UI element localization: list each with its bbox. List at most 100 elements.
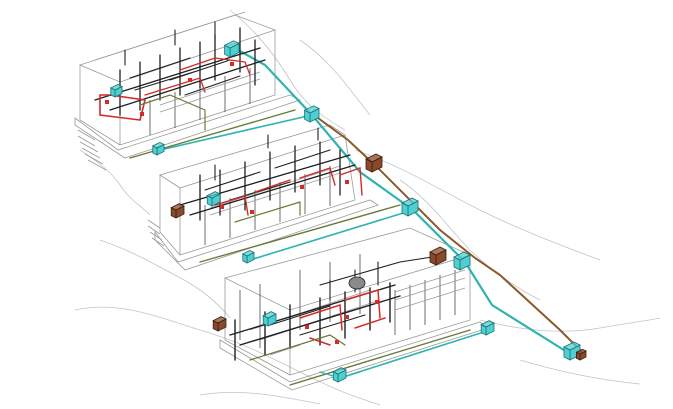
equipment-face [401, 197, 419, 207]
equipment-face [453, 251, 471, 261]
wall-side [159, 175, 181, 256]
facade-grid [149, 68, 251, 135]
pump-unit [212, 316, 227, 332]
contour-line [229, 9, 346, 131]
contour-line [79, 149, 151, 216]
stair-steps [147, 219, 165, 247]
hot-water-loop [99, 94, 146, 121]
chilled-water-main-pipe [236, 48, 577, 359]
pump-unit [575, 348, 587, 361]
dark-pipe-run [179, 141, 356, 221]
interior-grid [239, 254, 361, 348]
pump-unit [429, 246, 447, 266]
roof-outline [159, 124, 346, 189]
drain-pipe [139, 94, 206, 131]
window-band [394, 269, 466, 311]
roof-ridge [94, 11, 246, 61]
hot-water-pipe [144, 57, 251, 96]
chilled-water-unit [223, 40, 240, 58]
drain-branch-middle [199, 204, 401, 263]
equipment-face [151, 141, 165, 149]
dark-pipe-run [269, 254, 446, 336]
middle-building [147, 124, 379, 271]
valve-marker [305, 325, 309, 329]
equipment-layer [105, 40, 587, 383]
contour-line [519, 359, 641, 385]
valve-marker [345, 180, 349, 184]
contour-line [199, 391, 321, 405]
floor-slab [74, 94, 302, 159]
equipment-face [575, 348, 587, 355]
dark-pipe-run [204, 127, 331, 201]
middle-piping-cluster [179, 127, 363, 223]
equipment-face [480, 320, 495, 328]
dark-pipe-run [124, 21, 241, 96]
contour-line [74, 306, 381, 406]
equipment-face [262, 311, 277, 319]
valve-marker [345, 315, 349, 319]
chilled-water-unit [453, 251, 471, 271]
equipment-face [109, 83, 123, 91]
equipment-face [365, 153, 383, 163]
window-band [159, 71, 261, 113]
contour-line [399, 179, 541, 301]
valve-marker [230, 62, 234, 66]
equipment-face [241, 249, 255, 257]
chilled-water-unit [206, 191, 221, 207]
equipment-face [206, 191, 221, 199]
dark-pipe-run [94, 27, 266, 116]
equipment-face [303, 105, 320, 114]
drain-pipe [234, 201, 301, 223]
equipment-face [170, 203, 185, 211]
chilled-water-unit [563, 341, 581, 361]
floor-slab [154, 199, 379, 271]
roof-outline [78, 14, 277, 83]
wall-side [79, 65, 121, 146]
stair-steps [77, 129, 107, 171]
storage-tank [348, 276, 366, 290]
valve-marker [105, 100, 109, 104]
chilled-water-unit [109, 83, 123, 98]
contour-line [99, 239, 231, 319]
equipment-face [563, 341, 581, 351]
teal-branch-middle [249, 209, 414, 261]
chilled-water-unit [241, 249, 255, 264]
hot-water-pipe [214, 167, 363, 216]
chilled-water-unit [262, 311, 277, 327]
equipment-face [223, 40, 240, 49]
chilled-water-unit [303, 105, 320, 123]
chilled-water-unit [151, 141, 165, 156]
drain-branch-lower [289, 329, 471, 386]
equipment-face [332, 367, 347, 375]
contour-line [299, 39, 371, 116]
pump-unit [365, 153, 383, 173]
valve-marker [220, 205, 224, 209]
chilled-water-unit [480, 320, 495, 336]
chilled-water-unit [332, 367, 347, 383]
chilled-water-unit [401, 197, 419, 217]
facade-grid [394, 270, 456, 335]
pump-unit [170, 203, 185, 219]
main-distribution-pipes [129, 48, 586, 386]
hot-water-pipe [299, 289, 386, 346]
contour-line [354, 149, 601, 261]
supply-main-pipe [317, 117, 586, 356]
valve-marker [140, 112, 144, 116]
valve-marker [335, 340, 339, 344]
upper-piping-cluster [94, 21, 266, 131]
valve-marker [188, 78, 192, 82]
equipment-face [429, 246, 447, 256]
teal-branch-upper [159, 114, 313, 151]
lower-piping-cluster [229, 254, 446, 379]
wall-front [179, 134, 356, 256]
contour-line [479, 317, 661, 332]
valve-marker [375, 300, 379, 304]
facade-grid [204, 166, 331, 245]
wall-side [224, 278, 291, 376]
valve-marker [300, 185, 304, 189]
upper-building [74, 11, 302, 171]
teal-branch-lower [339, 329, 491, 379]
equipment-face [212, 316, 227, 324]
